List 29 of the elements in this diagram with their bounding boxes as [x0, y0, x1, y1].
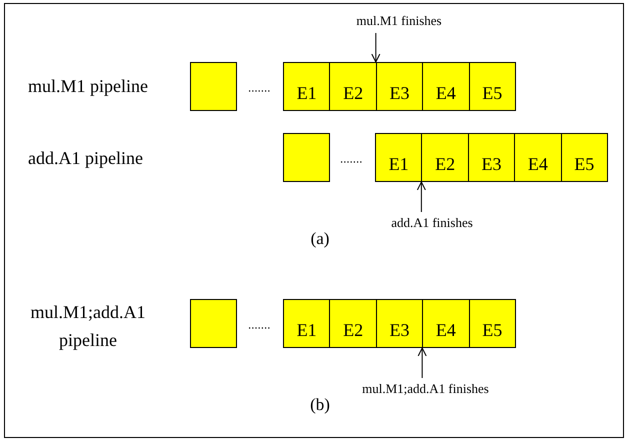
pipeline-label: mul.M1;add.A1 pipeline: [30, 301, 146, 352]
pipeline-stage: E2: [329, 62, 377, 111]
pipeline-stage: E1: [375, 133, 422, 182]
pipeline-label: add.A1 pipeline: [28, 147, 143, 170]
subfigure-label: (b): [309, 394, 331, 416]
pipeline-stage: E4: [422, 299, 470, 348]
pipeline-stage: E4: [422, 62, 470, 111]
pipeline-label: mul.M1 pipeline: [28, 75, 148, 98]
pipeline-stage: E1: [283, 62, 330, 111]
pipeline-stage: E2: [421, 133, 469, 182]
leader-arrow: [371, 32, 380, 62]
pipeline-stage: E5: [560, 133, 608, 182]
subfigure-label: (a): [310, 228, 330, 250]
annotation-text: mul.M1;add.A1 finishes: [348, 382, 503, 397]
pipeline-stage: E5: [468, 62, 516, 111]
empty-stage-box: [190, 62, 237, 111]
pipeline-stage: E4: [514, 133, 562, 182]
empty-stage-box: [283, 133, 330, 182]
pipeline-stage: E3: [376, 62, 424, 111]
pipeline-stage: E3: [468, 133, 516, 182]
pipeline-stage: E5: [468, 299, 516, 348]
pipeline-stage: E2: [329, 299, 377, 348]
annotation-text: mul.M1 finishes: [345, 14, 453, 29]
annotation-text: add.A1 finishes: [378, 216, 486, 231]
empty-stage-box: [190, 299, 237, 348]
pipeline-stage: E3: [376, 299, 424, 348]
pipeline-stage: E1: [283, 299, 330, 348]
leader-arrow: [416, 182, 426, 212]
leader-arrow: [418, 348, 427, 378]
